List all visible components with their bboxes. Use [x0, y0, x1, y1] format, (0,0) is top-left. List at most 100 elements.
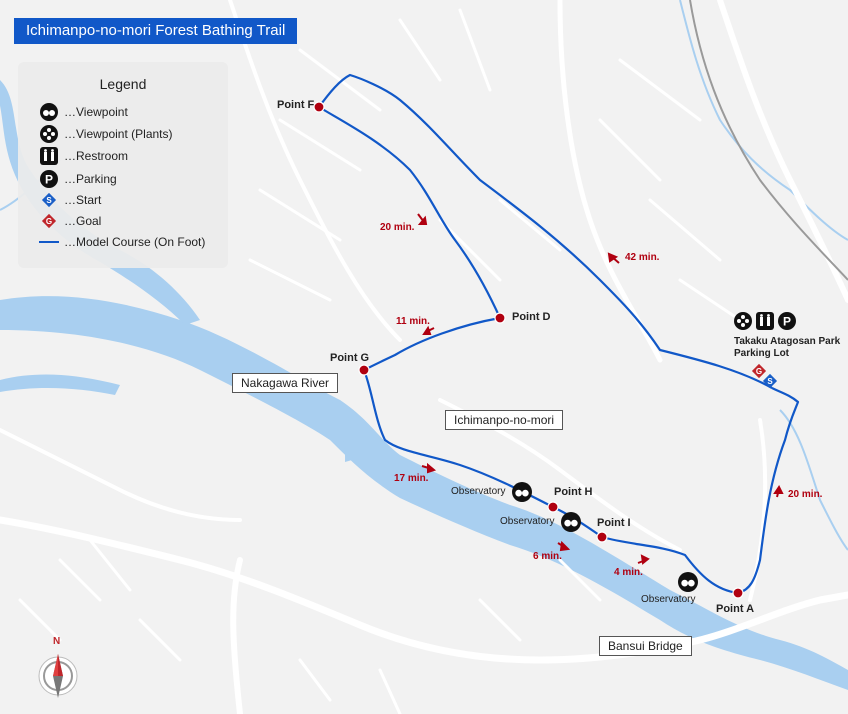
- legend-label-start: …Start: [64, 193, 102, 207]
- arrow-head-d-to-g: [422, 325, 432, 335]
- point-d-label: Point D: [512, 311, 551, 323]
- binoculars-icon: [561, 512, 581, 537]
- legend-label-route: …Model Course (On Foot): [64, 235, 206, 249]
- direction-arrows: [417, 213, 784, 565]
- nakagawa-river-label: Nakagawa River: [232, 373, 339, 393]
- point-h-label: Point H: [554, 486, 593, 498]
- map-title: Ichimanpo-no-mori Forest Bathing Trail: [14, 18, 298, 44]
- duration-f-to-d: 20 min.: [380, 222, 415, 233]
- north-arrow-icon: [38, 654, 78, 698]
- point-i-marker: [596, 531, 608, 543]
- point-d-marker: [494, 312, 506, 324]
- restroom-icon: [38, 146, 60, 166]
- svg-text:S: S: [46, 196, 52, 205]
- observatory-label-2: Observatory: [500, 516, 555, 527]
- start-icon: S: [762, 373, 778, 394]
- railway-line: [689, 0, 848, 281]
- point-a-label: Point A: [716, 603, 755, 615]
- point-a-marker: [732, 587, 744, 599]
- legend-label-goal: …Goal: [64, 214, 102, 228]
- arrow-head-i-to-a: [640, 554, 650, 565]
- arrow-head-g-to-h: [427, 462, 437, 474]
- route-f-to-d: [318, 106, 502, 319]
- route-g-to-h: [362, 369, 554, 508]
- road-north-west: [228, 0, 402, 342]
- parking-lot-label: Takaku Atagosan Park Parking Lot: [734, 336, 840, 360]
- flower-icon: [734, 312, 752, 335]
- road-north-center: [557, 0, 663, 363]
- duration-a-to-park: 20 min.: [788, 489, 823, 500]
- legend-label-viewpoint: …Viewpoint: [64, 105, 128, 119]
- road-northeast: [717, 0, 848, 303]
- binoculars-icon: [678, 572, 698, 597]
- parking-icon: P: [38, 169, 60, 189]
- goal-icon: G: [38, 211, 60, 231]
- bansui-bridge-label: Bansui Bridge: [599, 636, 692, 656]
- observatory-label-3: Observatory: [641, 594, 696, 605]
- arrow-head-park-to-f: [607, 252, 619, 263]
- point-h-marker: [547, 501, 559, 513]
- duration-g-to-h: 17 min.: [394, 473, 429, 484]
- start-icon: S: [38, 190, 60, 210]
- svg-text:S: S: [767, 377, 773, 386]
- route-parking-to-f: [318, 73, 773, 389]
- arrow-head-f-to-d: [417, 215, 428, 225]
- duration-park-to-f: 42 min.: [625, 252, 660, 263]
- duration-d-to-g: 11 min.: [396, 316, 430, 327]
- parking-lot-name: Takaku Atagosan Park: [734, 336, 841, 347]
- legend-row-viewpoint-plants: …Viewpoint (Plants): [38, 124, 173, 144]
- route-i-to-a: [601, 535, 739, 595]
- legend-row-viewpoint: …Viewpoint: [38, 102, 128, 122]
- svg-text:P: P: [783, 315, 791, 329]
- road-east: [748, 418, 768, 602]
- legend-row-start: S …Start: [38, 190, 101, 210]
- svg-text:P: P: [45, 173, 53, 187]
- ichimanpo-no-mori-label: Ichimanpo-no-mori: [445, 410, 564, 430]
- restroom-icon: [756, 312, 774, 335]
- legend-label-viewpoint-plants: …Viewpoint (Plants): [64, 127, 173, 141]
- road-south-branch: [230, 557, 243, 714]
- point-markers: [313, 101, 744, 599]
- road-southwest: [0, 428, 242, 522]
- svg-text:G: G: [46, 217, 52, 226]
- parking-icon: P: [778, 312, 796, 335]
- tributary-southwest: [0, 374, 120, 395]
- goal-icon: G: [751, 363, 767, 384]
- legend-label-parking: …Parking: [64, 172, 117, 186]
- point-g-label: Point G: [330, 352, 370, 364]
- point-f-marker: [313, 101, 325, 113]
- creek-east: [779, 409, 848, 551]
- duration-h-to-i: 6 min.: [533, 551, 562, 562]
- route-a-to-parking: [737, 387, 800, 595]
- nakagawa-river-body: [0, 296, 848, 690]
- legend-row-route: …Model Course (On Foot): [38, 232, 205, 252]
- legend-row-goal: G …Goal: [38, 211, 101, 231]
- arrow-head-a-to-park: [773, 485, 784, 494]
- flower-icon: [38, 124, 60, 144]
- binoculars-icon: [38, 102, 60, 122]
- legend-label-restroom: …Restroom: [64, 149, 129, 163]
- legend-panel: Legend …Viewpoint …Viewpoint (Plants) …R…: [18, 62, 228, 268]
- route-line-icon: [38, 232, 60, 252]
- svg-text:G: G: [756, 367, 762, 376]
- compass-rose: N: [36, 636, 80, 700]
- observatory-label-1: Observatory: [451, 486, 506, 497]
- route-d-to-g: [363, 316, 501, 371]
- compass-north-label: N: [53, 636, 61, 647]
- point-i-label: Point I: [597, 517, 631, 529]
- model-course-route: [318, 73, 800, 595]
- main-road-south: [0, 516, 848, 664]
- arrow-head-h-to-i: [559, 540, 571, 552]
- point-f-label: Point F: [277, 99, 315, 111]
- minor-roads-south: [18, 538, 602, 714]
- river-channel: [332, 400, 353, 462]
- duration-i-to-a: 4 min.: [614, 567, 643, 578]
- point-g-marker: [358, 364, 370, 376]
- legend-title: Legend: [99, 76, 147, 92]
- legend-row-restroom: …Restroom: [38, 146, 128, 166]
- binoculars-icon: [512, 482, 532, 507]
- parking-lot-type: Parking Lot: [734, 348, 790, 359]
- legend-row-parking: P …Parking: [38, 169, 117, 189]
- minor-roads: [248, 8, 742, 322]
